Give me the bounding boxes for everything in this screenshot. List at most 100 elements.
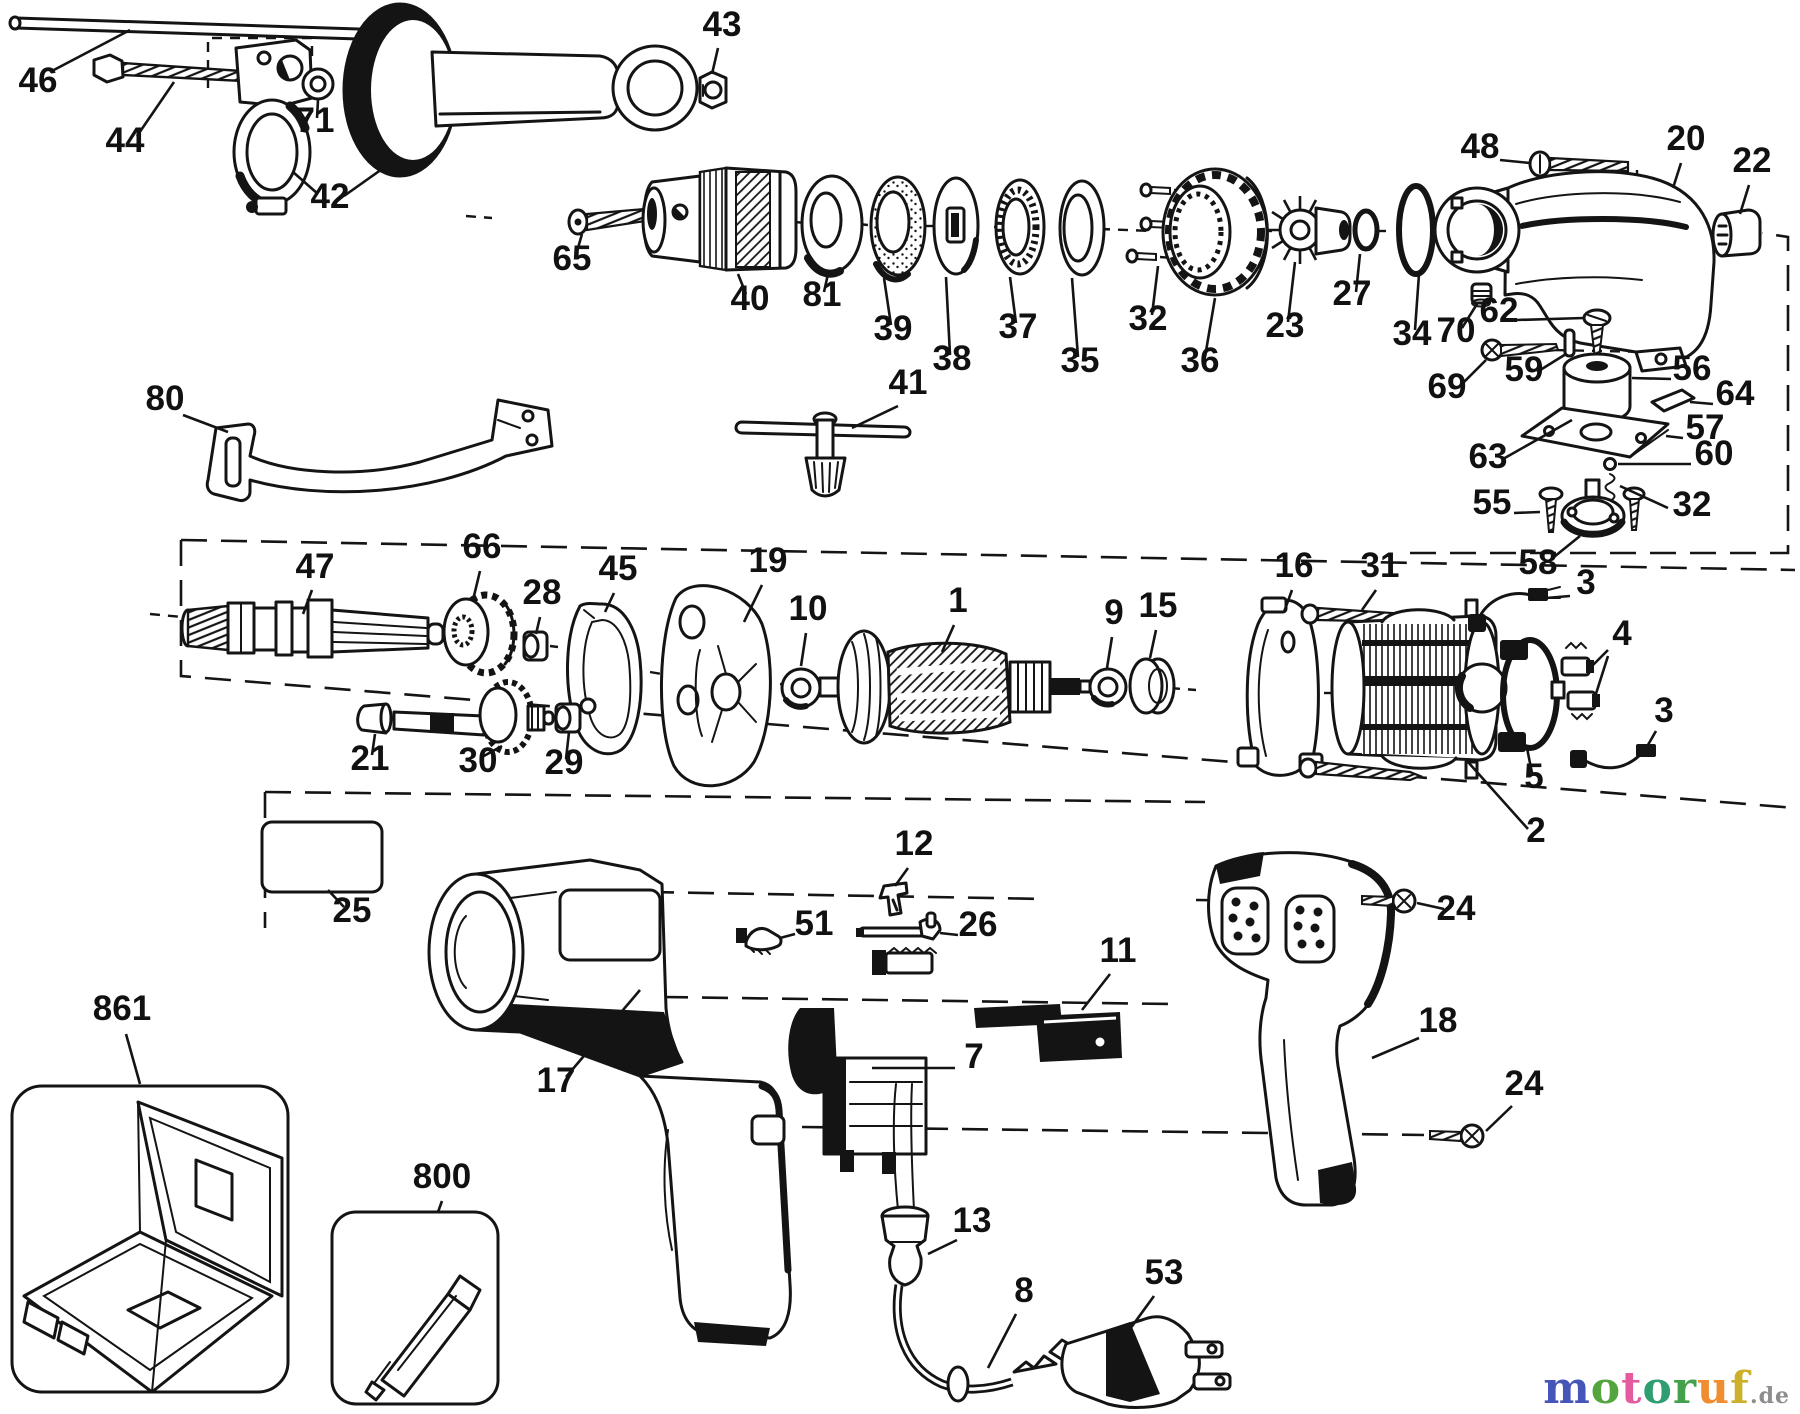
leader-line-45 [603, 592, 616, 613]
leader-line-70 [1460, 303, 1479, 329]
leader-line-861 [124, 1033, 142, 1085]
brand-letter: u [1697, 1363, 1731, 1414]
part-label-35: 35 [1061, 341, 1100, 380]
part-label-41: 41 [889, 363, 928, 402]
leader-line-21 [370, 733, 377, 756]
leader-line-80 [182, 413, 229, 434]
part-label-29: 29 [545, 743, 584, 782]
part-label-44: 44 [106, 121, 145, 160]
part-label-71: 71 [296, 101, 335, 140]
part-label-42: 42 [311, 177, 350, 216]
part-label-36: 36 [1181, 341, 1220, 380]
brand-letter: m [1543, 1363, 1591, 1414]
part-label-5: 5 [1524, 757, 1543, 796]
leader-line-43 [710, 47, 720, 75]
part-label-48: 48 [1461, 127, 1500, 166]
lock-button-12 [878, 881, 909, 917]
nut-28 [522, 630, 549, 662]
part-label-64: 64 [1716, 374, 1755, 413]
cap-70 [1470, 282, 1493, 308]
screw-48 [1528, 150, 1630, 178]
part-label-17: 17 [537, 1061, 576, 1100]
part-label-58: 58 [1519, 543, 1558, 582]
chuck-screw-65 [567, 207, 647, 236]
plate-64 [1650, 388, 1696, 413]
nameplate-25 [260, 820, 384, 894]
o-ring-27 [1352, 208, 1380, 252]
part-label-19: 19 [749, 541, 788, 580]
leader-line-31 [1360, 589, 1378, 611]
leader-line-3 [1643, 730, 1658, 751]
leader-line-30 [481, 744, 503, 759]
washer-39 [869, 175, 927, 283]
side-handle [342, 2, 699, 178]
leader-line-9 [1105, 636, 1114, 669]
leader-line-48 [1499, 158, 1531, 165]
bearing-mount-56 [1562, 352, 1632, 437]
bearing-37 [994, 178, 1046, 276]
part-label-4: 4 [1612, 614, 1632, 653]
o-ring-34 [1396, 183, 1436, 277]
strain-relief-13 [880, 1083, 930, 1287]
leader-line-71 [315, 99, 320, 119]
part-label-32: 32 [1129, 299, 1168, 338]
leader-line-32 [1150, 265, 1160, 316]
leader-line-51 [779, 932, 796, 940]
nut-43 [698, 70, 728, 110]
gear-66 [442, 591, 518, 677]
leader-line-26 [939, 931, 959, 937]
handle-cover-18 [1207, 851, 1396, 1207]
screws-32 [1125, 182, 1187, 264]
leader-line-13 [927, 1238, 958, 1256]
part-label-12: 12 [895, 824, 934, 863]
brand-letter: r [1672, 1363, 1698, 1414]
leader-line-53 [1120, 1295, 1156, 1341]
leader-line-38 [944, 276, 952, 356]
leader-line-5 [1525, 747, 1534, 774]
gasket-45 [566, 602, 643, 756]
pin-59 [1563, 328, 1576, 358]
part-label-51: 51 [795, 904, 834, 943]
part-label-53: 53 [1145, 1253, 1184, 1292]
chuck-40 [641, 166, 798, 272]
brand-letter: o [1642, 1363, 1673, 1414]
brand-letter: t [1621, 1363, 1643, 1414]
part-label-22: 22 [1733, 141, 1772, 180]
part-label-66: 66 [463, 527, 502, 566]
part-label-69: 69 [1428, 367, 1467, 406]
brand-letter: f [1730, 1363, 1750, 1414]
leader-line-37 [1008, 276, 1018, 324]
leader-line-69 [1457, 359, 1487, 389]
part-label-43: 43 [703, 5, 742, 44]
pinion-23 [1266, 196, 1352, 264]
part-label-39: 39 [874, 309, 913, 348]
brand-logo[interactable]: motoruf.de [1543, 1367, 1790, 1411]
part-label-3: 3 [1654, 691, 1673, 730]
leader-line-4 [1592, 655, 1610, 701]
leader-line-58 [1548, 534, 1581, 563]
leader-line-15 [1148, 629, 1158, 659]
leader-line-41 [851, 404, 899, 430]
part-label-13: 13 [953, 1201, 992, 1240]
armature-1 [818, 629, 1092, 745]
part-label-46: 46 [19, 61, 58, 100]
part-label-30: 30 [459, 741, 498, 780]
leader-line-8 [986, 1313, 1018, 1369]
part-label-56: 56 [1673, 349, 1712, 388]
leader-line-42 [343, 160, 393, 198]
bushing-22 [1711, 208, 1762, 258]
ring-15 [1128, 657, 1176, 715]
leader-line-59 [1536, 352, 1567, 374]
part-label-55: 55 [1473, 483, 1512, 522]
part-label-45: 45 [599, 549, 638, 588]
belt-hook-80 [205, 398, 554, 502]
part-label-9: 9 [1104, 593, 1123, 632]
part-label-16: 16 [1275, 546, 1314, 585]
leader-line-55 [1513, 510, 1541, 515]
brand-logo-letters: motoruf [1543, 1363, 1750, 1414]
leader-line-22 [1738, 184, 1751, 215]
leader-line-62 [1515, 316, 1585, 322]
part-label-32: 32 [1673, 485, 1712, 524]
chuck-key-41 [734, 411, 912, 498]
